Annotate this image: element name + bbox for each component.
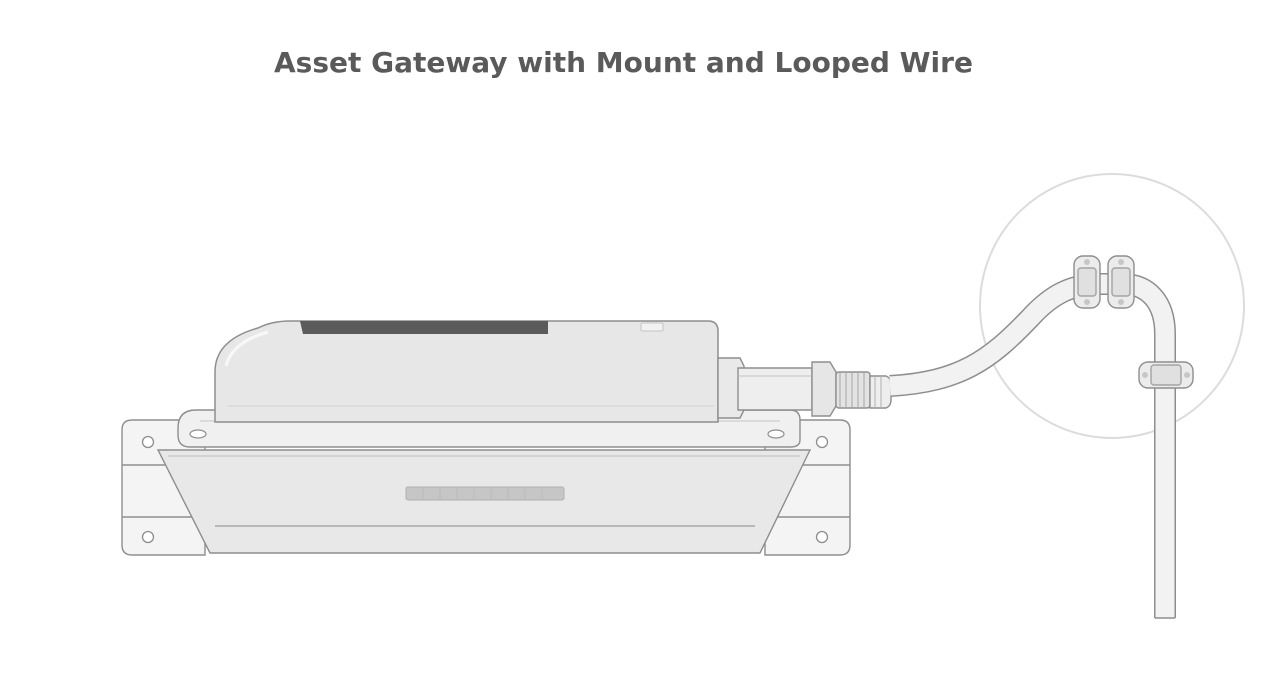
bracket-label-strip: [405, 486, 565, 501]
bracket-hole: [141, 435, 155, 449]
device-status-indicator: [640, 322, 664, 332]
bracket-hole: [815, 435, 829, 449]
detail-circle: [979, 173, 1245, 439]
device-label-dark: [300, 321, 548, 334]
gateway-device: [214, 320, 719, 423]
wire-clip: [1138, 361, 1194, 389]
bracket-hole: [815, 530, 829, 544]
wire-clip: [1107, 255, 1135, 309]
bracket-holes: [141, 435, 829, 544]
connector-nut: [835, 371, 871, 409]
wire-clips: [1073, 255, 1194, 389]
bracket-tray: [156, 449, 812, 554]
diagram-title: Asset Gateway with Mount and Looped Wire: [274, 46, 973, 79]
wire-clip: [1073, 255, 1101, 309]
cable-connector: [717, 357, 892, 419]
looped-wire: [889, 273, 1176, 619]
bracket-hole: [141, 530, 155, 544]
